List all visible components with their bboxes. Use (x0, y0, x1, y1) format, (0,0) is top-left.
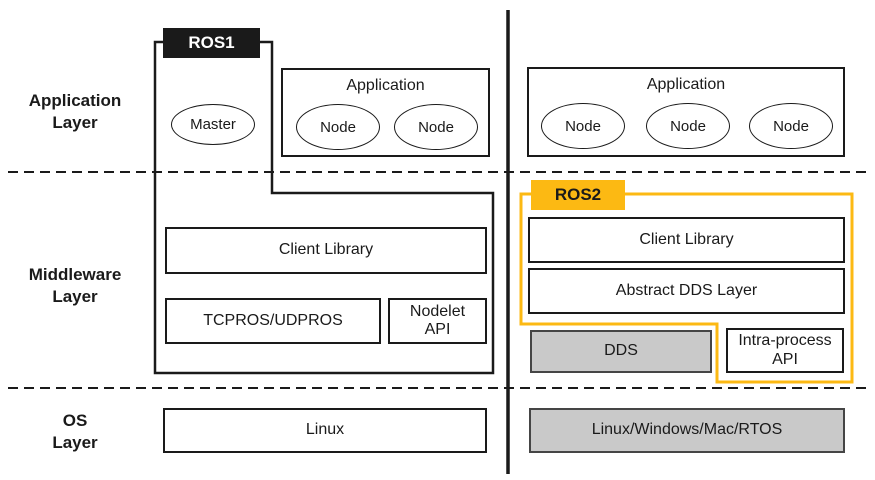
application-layer-label: Application Layer (28, 91, 122, 132)
dds-box: DDS (530, 330, 712, 373)
middleware-layer-label: Middleware Layer (28, 265, 122, 306)
os-layer-label: OS Layer (52, 411, 98, 452)
ros2-tag: ROS2 (531, 180, 625, 210)
ros1-tag: ROS1 (163, 28, 260, 58)
master-ellipse: Master (171, 104, 255, 145)
os-box-ros1: Linux (163, 408, 487, 453)
application-box-ros1-title: Application (346, 77, 425, 94)
ros2-boundary (519, 192, 854, 384)
tcpros-udpros-box: TCPROS/UDPROS (165, 298, 381, 344)
application-box-ros2-title: Application (646, 76, 726, 93)
nodelet-api-box: Nodelet API (388, 298, 487, 344)
os-box-ros2: Linux/Windows/Mac/RTOS (529, 408, 845, 453)
abstract-dds-layer-box: Abstract DDS Layer (528, 268, 845, 314)
node-ellipse: Node (646, 103, 730, 149)
client-library-box-ros1: Client Library (165, 227, 487, 274)
client-library-box-ros2: Client Library (528, 217, 845, 263)
node-ellipse: Node (394, 104, 478, 150)
node-ellipse: Node (749, 103, 833, 149)
node-ellipse: Node (541, 103, 625, 149)
ros1-boundary (153, 40, 495, 375)
intra-process-api-box: Intra-process API (726, 328, 844, 373)
node-ellipse: Node (296, 104, 380, 150)
